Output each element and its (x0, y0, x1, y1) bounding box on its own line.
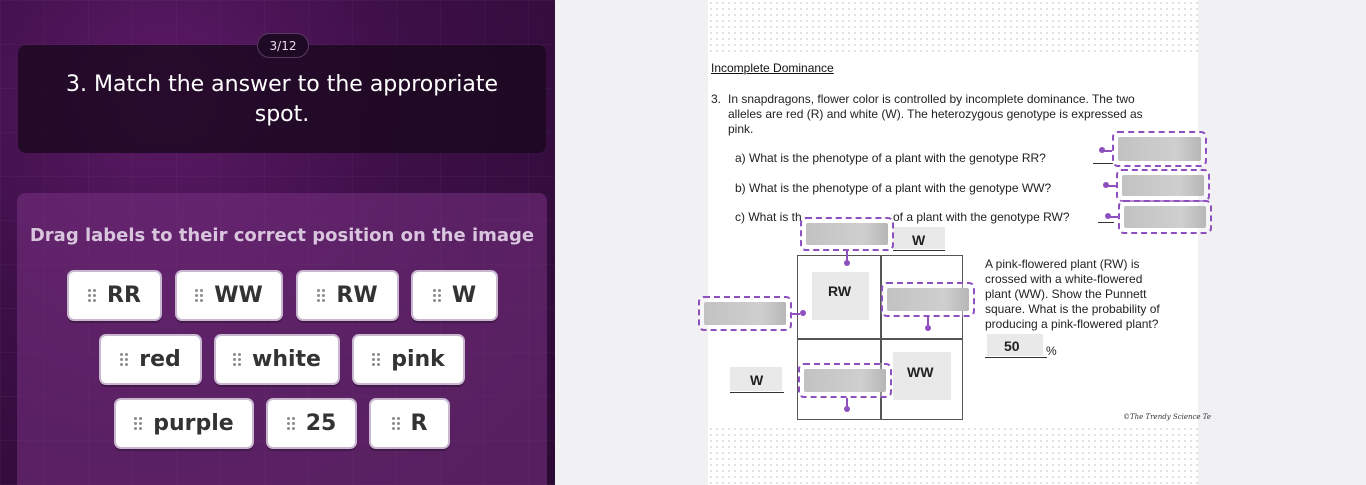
question-a: a) What is the phenotype of a plant with… (735, 151, 1046, 165)
drop-connector (927, 317, 929, 326)
drag-handle-icon (391, 416, 401, 431)
drag-handle-icon (88, 288, 97, 303)
drop-pin (844, 260, 850, 266)
drag-handle-icon (120, 352, 129, 367)
question-b: b) What is the phenotype of a plant with… (735, 181, 1052, 195)
drop-connector (846, 398, 848, 407)
question-c-start: c) What is th (735, 210, 802, 224)
punnett-square (797, 255, 963, 420)
label-text: purple (153, 411, 234, 436)
cross-line-2: crossed with a white-flowered (985, 272, 1143, 286)
drop-zone-b[interactable] (1116, 169, 1210, 202)
probability-underline (985, 357, 1047, 358)
drop-pin (925, 325, 931, 331)
question-text: 3. Match the answer to the appropriate s… (65, 72, 499, 127)
cross-line-1: A pink-flowered plant (RW) is (985, 257, 1140, 271)
drag-instruction: Drag labels to their correct position on… (29, 225, 535, 246)
header-underline-right (893, 250, 945, 251)
drop-zone-c[interactable] (1118, 200, 1212, 234)
punnett-header-w-top: W (912, 232, 926, 248)
cross-line-5: producing a pink-flowered plant? (985, 317, 1159, 331)
drop-pin (1099, 147, 1105, 153)
label-text: RR (107, 283, 141, 308)
drop-pin (1103, 182, 1109, 188)
label-text: 25 (305, 411, 337, 436)
drag-label-red[interactable]: red (99, 334, 202, 385)
cross-line-3: plant (WW). Show the Punnett (985, 287, 1147, 301)
cell-box-ww (893, 352, 951, 400)
drop-zone-fill (704, 302, 786, 325)
drop-zone-punnett-cell-bl[interactable] (798, 363, 892, 398)
drag-label-purple[interactable]: purple (114, 398, 254, 449)
drop-connector (1108, 185, 1116, 187)
drag-label-ww[interactable]: WW (175, 270, 283, 321)
drop-zone-punnett-left-top[interactable] (698, 296, 792, 331)
drag-label-25[interactable]: 25 (266, 398, 357, 449)
drag-label-rr[interactable]: RR (67, 270, 162, 321)
drag-handle-icon (286, 416, 296, 431)
drop-connector (792, 313, 800, 315)
drag-handle-icon (233, 352, 242, 367)
drop-zone-fill (1122, 175, 1204, 196)
header-underline-left (730, 392, 784, 393)
drop-zone-a[interactable] (1112, 131, 1207, 167)
drop-zone-punnett-cell-tr[interactable] (881, 282, 975, 317)
answer-blank-c (1098, 222, 1114, 223)
drop-zone-fill (806, 223, 888, 245)
label-text: R (410, 411, 428, 436)
intro-line-3: pink. (728, 122, 754, 136)
probability-box (987, 334, 1043, 356)
punnett-divider-h (798, 338, 962, 340)
drag-handle-icon (134, 416, 143, 431)
drop-zone-fill (1118, 137, 1201, 161)
probability-value: 50 (1004, 338, 1020, 354)
drop-zone-fill (1124, 206, 1206, 228)
drop-pin (844, 406, 850, 412)
worksheet-title: Incomplete Dominance (711, 61, 834, 75)
drop-zone-fill (887, 288, 969, 311)
drop-zone-punnett-top-left[interactable] (800, 217, 894, 251)
percent-sign: % (1046, 344, 1057, 358)
drag-label-rw[interactable]: RW (296, 270, 399, 321)
label-text: white (252, 347, 321, 372)
quiz-panel: 3/12 3. Match the answer to the appropri… (0, 0, 555, 485)
answer-blank-a (1093, 163, 1113, 164)
drop-connector (1104, 150, 1112, 152)
copyright-text: ©The Trendy Science Te (1123, 413, 1212, 421)
header-box-bottom-left (730, 367, 782, 391)
drag-handle-icon (317, 288, 326, 303)
intro-line-1: In snapdragons, flower color is controll… (728, 92, 1135, 106)
question-counter: 3/12 (257, 33, 309, 58)
drag-handle-icon (432, 288, 442, 303)
intro-line-2: alleles are red (R) and white (W). The h… (728, 107, 1143, 121)
drop-connector (846, 251, 848, 261)
drop-zone-fill (804, 369, 886, 392)
drag-label-white[interactable]: white (214, 334, 340, 385)
drag-label-r[interactable]: R (369, 398, 450, 449)
label-text: RW (336, 283, 378, 308)
label-text: WW (214, 283, 263, 308)
drop-pin (1105, 213, 1111, 219)
punnett-header-w-left: W (750, 372, 764, 388)
punnett-divider-v (880, 256, 882, 419)
drag-label-w[interactable]: W (411, 270, 498, 321)
header-box-right (893, 227, 945, 249)
label-bank: Drag labels to their correct position on… (17, 193, 547, 485)
punnett-cell-ww: WW (907, 364, 934, 380)
drag-label-pink[interactable]: pink (352, 334, 465, 385)
cell-box-rw (812, 272, 869, 320)
cross-line-4: square. What is the probability of (985, 302, 1160, 316)
label-text: W (451, 283, 477, 308)
question-number: 3. (711, 92, 722, 106)
drag-handle-icon (195, 288, 204, 303)
label-text: pink (391, 347, 445, 372)
drop-pin (800, 310, 806, 316)
punnett-cell-rw: RW (828, 283, 852, 299)
drag-handle-icon (372, 352, 381, 367)
question-c-end: of a plant with the genotype RW? (893, 210, 1070, 224)
drop-connector (1110, 216, 1118, 218)
worksheet-content (708, 56, 1198, 426)
question-card: 3. Match the answer to the appropriate s… (18, 45, 546, 153)
label-text: red (139, 347, 181, 372)
